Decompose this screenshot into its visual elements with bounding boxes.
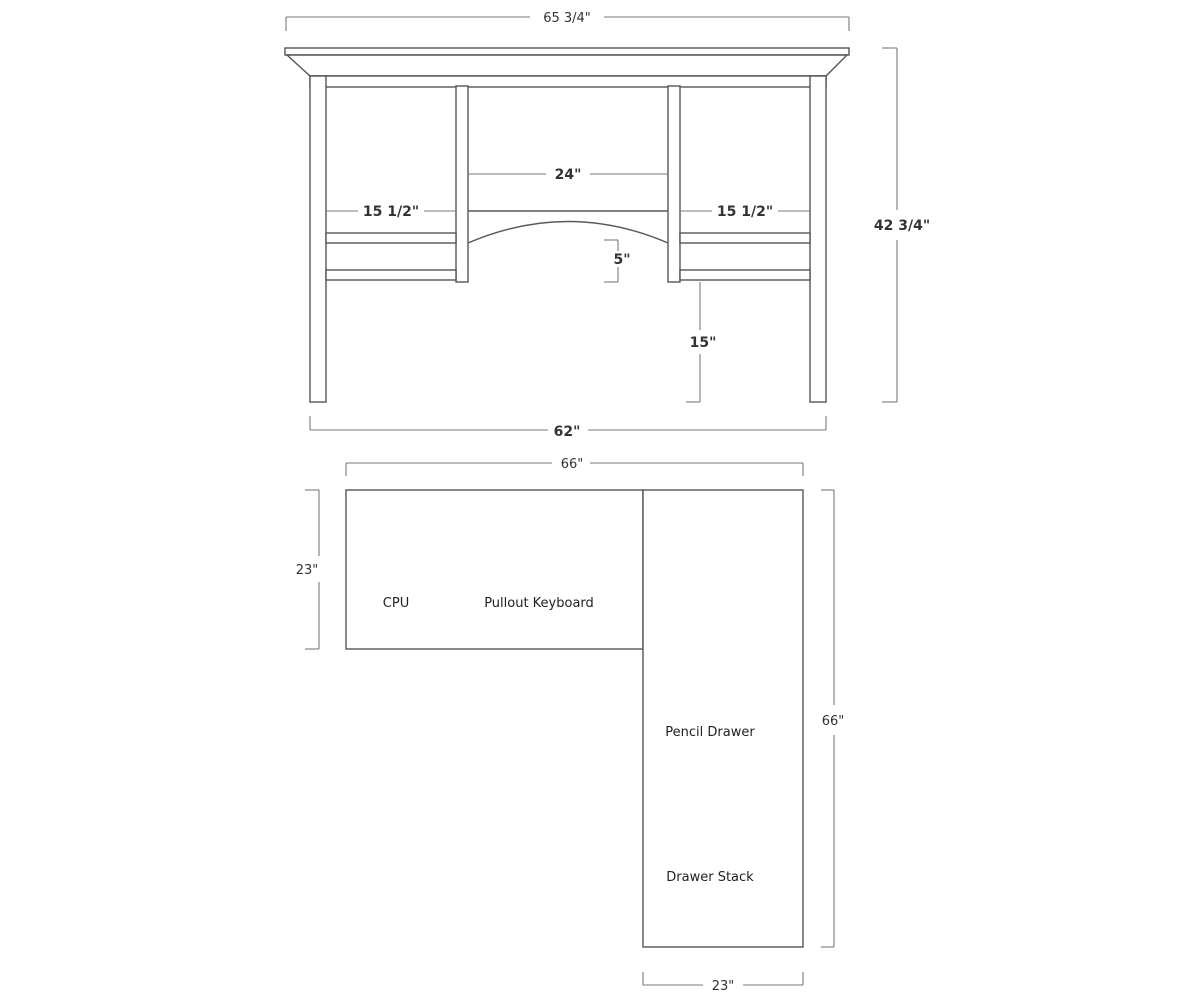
return-surface	[642, 489, 804, 948]
label-cpu: CPU	[383, 596, 409, 611]
dimension-return-width: 23"	[642, 972, 804, 994]
label-pencil-drawer: Pencil Drawer	[665, 725, 755, 740]
left-inner-post	[455, 85, 469, 283]
dimension-label-knee-width: 24"	[555, 167, 582, 183]
knee-arch	[467, 210, 669, 244]
dimension-label-base-width: 62"	[554, 424, 581, 440]
top-rail	[309, 75, 827, 88]
dimension-label-overall-width: 66"	[561, 457, 584, 472]
right-lower-shelf	[679, 269, 811, 281]
dimension-knee-width: 24"	[468, 167, 668, 183]
dimension-right-drawer: 15 1/2"	[680, 204, 810, 220]
right-inner-post	[667, 85, 681, 283]
dimension-leg-clearance: 15"	[686, 282, 717, 403]
dimension-left-depth: 23"	[296, 489, 320, 650]
label-drawer-stack: Drawer Stack	[666, 870, 754, 885]
dimension-overall-width: 66"	[345, 457, 804, 476]
dimension-arch-depth: 5"	[604, 239, 631, 283]
dimension-label-height: 42 3/4"	[874, 218, 930, 234]
main-desk-surface	[345, 489, 644, 650]
label-pullout-keyboard: Pullout Keyboard	[484, 596, 594, 611]
dimension-overall-depth: 66"	[821, 489, 845, 948]
dimension-label-arch-depth: 5"	[613, 252, 630, 268]
dimension-label-return-width: 23"	[712, 979, 735, 994]
dimension-label-top-width: 65 3/4"	[543, 11, 591, 26]
dimension-top-width: 65 3/4"	[285, 11, 850, 31]
right-upper-shelf	[679, 232, 811, 244]
front-elevation: 65 3/4" 24"	[284, 11, 930, 440]
right-leg	[809, 75, 827, 403]
dimension-label-leg-clearance: 15"	[690, 335, 717, 351]
dimension-base-width: 62"	[309, 416, 827, 440]
dimension-label-left-drawer: 15 1/2"	[363, 204, 419, 220]
dimension-height: 42 3/4"	[874, 47, 930, 403]
desk-top	[284, 47, 850, 77]
dimension-left-drawer: 15 1/2"	[326, 204, 456, 220]
dimension-label-left-depth: 23"	[296, 563, 319, 578]
dimension-label-overall-depth: 66"	[822, 714, 845, 729]
plan-view: 66" CPU Pullout Keyboard Pencil Drawer D…	[296, 457, 845, 994]
left-upper-shelf	[325, 232, 457, 244]
left-leg	[309, 75, 327, 403]
dimension-label-right-drawer: 15 1/2"	[717, 204, 773, 220]
left-lower-shelf	[325, 269, 457, 281]
